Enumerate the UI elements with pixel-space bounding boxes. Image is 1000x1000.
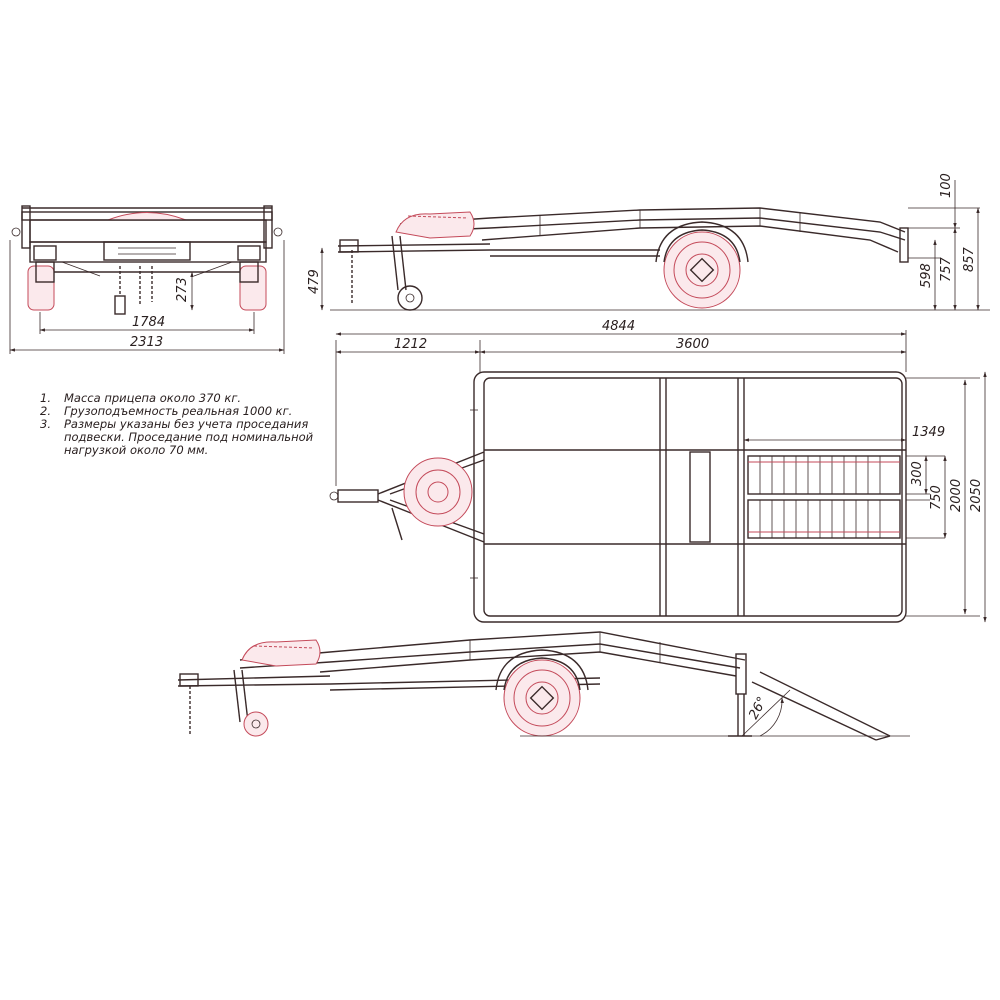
tilt-angle-label: 26° [746,694,770,721]
note-number: 3. [40,417,51,431]
note-text: Масса прицепа около 370 кг. [64,391,242,405]
side-view [320,180,990,311]
note-item: 2. Грузоподъемность реальная 1000 кг. [40,405,340,418]
note-text: Грузоподъемность реальная 1000 кг. [64,404,293,418]
rear-dim-273: 273 [175,277,190,302]
rear-dim-2313: 2313 [130,335,163,350]
plan-dim-750: 750 [929,485,944,510]
notes-block: 1. Масса прицепа около 370 кг. 2. Грузоп… [40,392,340,457]
note-item: 1. Масса прицепа около 370 кг. [40,392,340,405]
plan-dim-2000: 2000 [949,479,964,512]
note-number: 2. [40,404,51,418]
rear-view [9,205,285,354]
plan-dim-4844: 4844 [602,319,635,334]
plan-view [329,330,987,623]
side-dim-857: 857 [962,246,977,272]
note-item: 3. Размеры указаны без учета проседания … [40,418,340,457]
side-dim-757: 757 [939,256,954,282]
plan-dim-1349: 1349 [912,425,945,440]
tilt-view [177,631,910,741]
rear-dim-1784: 1784 [132,315,165,330]
side-dim-100: 100 [939,173,954,198]
note-number: 1. [40,391,51,405]
plan-dim-1212: 1212 [394,337,427,352]
side-dim-479: 479 [307,269,322,294]
plan-dim-2050: 2050 [969,479,984,512]
plan-dim-300: 300 [910,461,925,486]
ramp-slats [759,456,881,538]
plan-dim-3600: 3600 [676,337,709,352]
note-text: Размеры указаны без учета проседания под… [64,417,314,457]
side-dim-598: 598 [919,263,934,288]
